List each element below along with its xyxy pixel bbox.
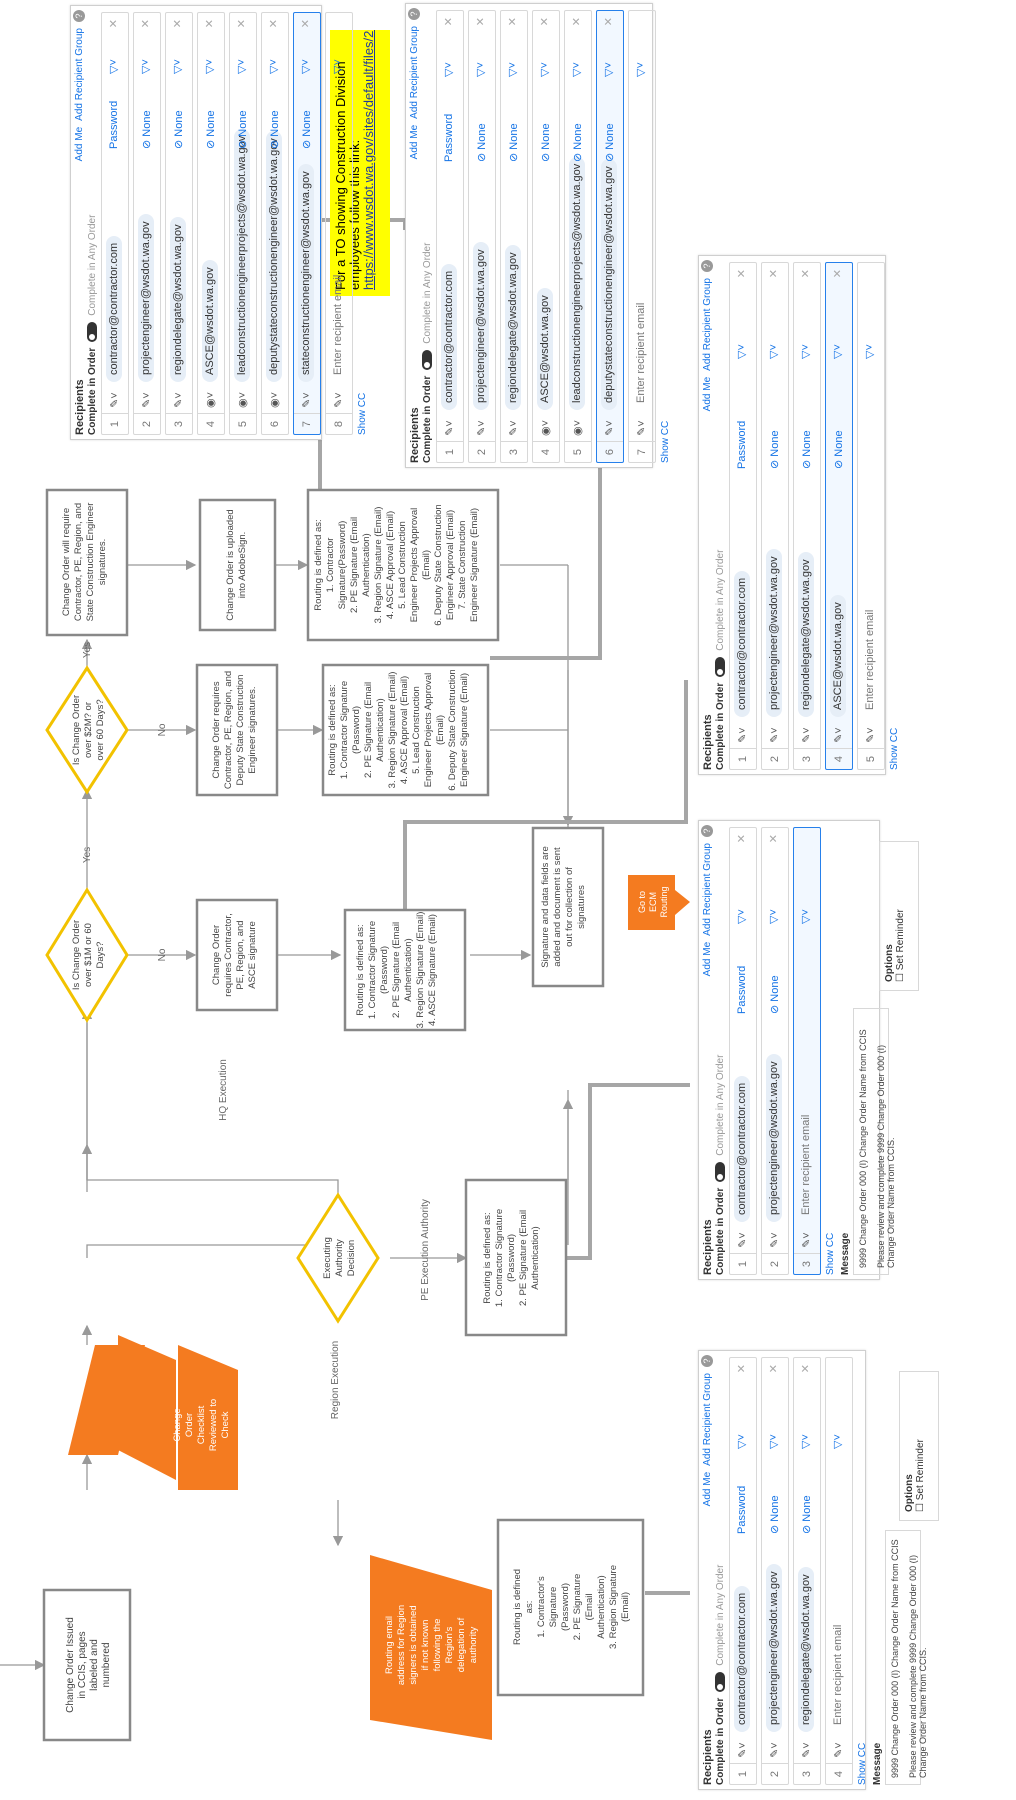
recipient-row[interactable]: 2✎˅projectengineer@wsdot.wa.gov⊘ None▽˅✕ (468, 10, 496, 463)
edge-label-no-1: No (157, 948, 168, 961)
edge-label-region: Region Execution (330, 1341, 341, 1419)
node-checklist-shape: ChangeOrderChecklistReviewed toCheck (172, 1345, 238, 1490)
edge-label-no-2: No (157, 723, 168, 736)
node-go-ecm: Go toECMRouting (628, 875, 690, 930)
recipient-row[interactable]: 6✎˅deputystateconstructionengineer@wsdot… (596, 10, 624, 463)
node-issued: Change Order Issuedin CCIS, pageslabeled… (42, 1588, 132, 1742)
recipient-row[interactable]: 6◉˅deputystateconstructionengineer@wsdot… (261, 12, 289, 435)
node-over-1m: Is Change Orderover $1M or 60Days? (45, 887, 129, 1023)
edge-label-yes-2: Yes (82, 642, 93, 658)
node-over-2m: Is Change Orderover $2M? orover 60 Days? (45, 665, 129, 795)
recipient-row-empty[interactable]: 5✎˅Enter recipient email▽˅ (857, 262, 885, 770)
recipients-panel-asce: Recipients Complete in OrderComplete in … (698, 255, 900, 775)
recipient-row-empty[interactable]: 8✎˅Enter recipient email▽˅ (325, 12, 353, 435)
node-deputy-req: Change Order requiresContractor, PE, Reg… (195, 663, 279, 797)
svg-text:ExecutingAuthorityDecision: ExecutingAuthorityDecision (322, 1237, 357, 1279)
node-state-routing: Routing is defined as:1. ContractorSigna… (306, 488, 500, 642)
svg-text:Is Change Orderover $2M? orove: Is Change Orderover $2M? orover 60 Days? (71, 695, 106, 765)
recipient-row-empty[interactable]: 7✎˅Enter recipient email▽˅ (628, 10, 656, 463)
recipient-row[interactable]: 5◉˅leadconstructionengineerprojects@wsdo… (564, 10, 592, 463)
svg-text:ChangeOrderChecklistReviewed t: ChangeOrderChecklistReviewed toCheck (172, 1399, 231, 1451)
recipients-panel-pe: Recipients Complete in OrderComplete in … (698, 820, 919, 1280)
svg-text:Routing is defined as:1. Contr: Routing is defined as:1. Contractor Sign… (327, 669, 470, 790)
svg-text:Routing is definedas:1. Contra: Routing is definedas:1. Contractor'sSign… (512, 1565, 631, 1649)
help-icon[interactable]: ? (73, 10, 85, 22)
construction-division-note: For a TO showing Construction Division e… (330, 30, 390, 296)
node-region-routing: Routing is definedas:1. Contractor'sSign… (496, 1518, 645, 1697)
help-icon[interactable]: ? (408, 8, 420, 20)
recipient-row[interactable]: 4◉˅ASCE@wsdot.wa.gov⊘ None▽˅✕ (532, 10, 560, 463)
recipient-row[interactable]: 3✎˅regiondelegate@wsdot.wa.gov⊘ None▽˅✕ (793, 1357, 821, 1785)
recipient-row[interactable]: 3✎˅regiondelegate@wsdot.wa.gov⊘ None▽˅✕ (500, 10, 528, 463)
recipient-row-empty[interactable]: 3✎˅Enter recipient email▽˅ (793, 827, 821, 1275)
svg-text:Routing emailaddress for Regio: Routing emailaddress for Regionsigners i… (384, 1605, 479, 1685)
recipient-row[interactable]: 2✎˅projectengineer@wsdot.wa.gov⊘ None▽˅✕ (761, 827, 789, 1275)
svg-text:Routing is defined as:1. Contr: Routing is defined as:1. ContractorSigna… (313, 504, 480, 625)
recipient-row[interactable]: 2✎˅projectengineer@wsdot.wa.gov⊘ None▽˅✕ (761, 262, 789, 770)
signer-icon: ✎˅ (737, 1742, 749, 1758)
svg-text:Change Orderrequires Contracto: Change Orderrequires Contractor,PE, Regi… (211, 913, 258, 996)
edge-label-yes-1: Yes (82, 847, 93, 863)
recipient-row[interactable]: 3✎˅regiondelegate@wsdot.wa.gov⊘ None▽˅✕ (165, 12, 193, 435)
recipient-row[interactable]: 4◉˅ASCE@wsdot.wa.gov⊘ None▽˅✕ (197, 12, 225, 435)
svg-text:Go toECMRouting: Go toECMRouting (637, 886, 669, 917)
svg-text:Is Change Orderover $1M or 60D: Is Change Orderover $1M or 60Days? (71, 920, 106, 990)
recipient-row[interactable]: 2✎˅projectengineer@wsdot.wa.gov⊘ None▽˅✕ (133, 12, 161, 435)
recipient-row[interactable]: 4✎˅ASCE@wsdot.wa.gov⊘ None▽˅✕ (825, 262, 853, 770)
node-authority-decision: ExecutingAuthorityDecision (296, 1192, 380, 1324)
edge-label-pe: PE Execution Authority (420, 1199, 431, 1301)
node-region-email: Routing emailaddress for Regionsigners i… (370, 1555, 492, 1740)
add-me-link[interactable]: Add Me (702, 1471, 713, 1507)
recipient-row[interactable]: 3✎˅regiondelegate@wsdot.wa.gov⊘ None▽˅✕ (793, 262, 821, 770)
recipients-panel-state: Recipients Complete in OrderComplete in … (70, 5, 368, 440)
help-icon[interactable]: ? (701, 825, 713, 837)
message-field[interactable]: 9999 Change Order 000 (I) Change Order N… (853, 1008, 896, 1275)
node-asce-routing: Routing is defined as:1. Contractor Sign… (343, 908, 467, 1032)
recipient-row[interactable]: 5◉˅leadconstructionengineerprojects@wsdo… (229, 12, 257, 435)
svg-text:Signature and data fields area: Signature and data fields areadded and d… (540, 846, 587, 967)
recipient-row[interactable]: 2✎˅projectengineer@wsdot.wa.gov⊘ None▽˅✕ (761, 1357, 789, 1785)
message-field[interactable]: 9999 Change Order 000 (I) Change Order N… (885, 1529, 928, 1785)
recipient-row[interactable]: 7✎˅stateconstructionengineer@wsdot.wa.go… (293, 12, 321, 435)
node-asce-req: Change Orderrequires Contractor,PE, Regi… (195, 898, 279, 1012)
order-toggle[interactable] (715, 1671, 726, 1692)
svg-text:Change Order Issuedin CCIS, pa: Change Order Issuedin CCIS, pageslabeled… (65, 1617, 112, 1713)
node-state-req: Change Order will requireContractor, PE,… (45, 488, 129, 637)
add-group-link[interactable]: Add Recipient Group (702, 1373, 713, 1466)
svg-text:Change Order requiresContracto: Change Order requiresContractor, PE, Reg… (211, 671, 258, 789)
node-deputy-routing: Routing is defined as:1. Contractor Sign… (321, 663, 490, 797)
svg-text:Change Order is uploadedinto A: Change Order is uploadedinto AdobeSign. (225, 509, 248, 620)
recipients-panel-region: Recipients Complete in OrderComplete in … (698, 1350, 939, 1790)
recipient-row-empty[interactable]: 4✎˅Enter recipient email▽˅ (825, 1357, 853, 1785)
recipients-panel-deputy: Recipients Complete in OrderComplete in … (405, 3, 671, 468)
svg-text:Change Order will requireContr: Change Order will requireContractor, PE,… (61, 503, 108, 622)
svg-text:Routing is defined as:1. Contr: Routing is defined as:1. Contractor Sign… (355, 912, 438, 1029)
node-signature-fields: Signature and data fields areadded and d… (531, 826, 605, 988)
help-icon[interactable]: ? (701, 260, 713, 272)
node-uploaded: Change Order is uploadedinto AdobeSign. (198, 498, 277, 632)
options-box: Options☐ Set Reminder (899, 1371, 939, 1521)
help-icon[interactable]: ? (701, 1355, 713, 1367)
edge-label-hq: HQ Execution (218, 1059, 229, 1121)
svg-text:Routing is defined as:1. Contr: Routing is defined as:1. Contractor Sign… (482, 1209, 541, 1307)
remove-icon: ✕ (736, 1364, 748, 1374)
show-cc-link[interactable]: Show CC (857, 1742, 868, 1785)
node-pe-routing: Routing is defined as:1. Contractor Sign… (464, 1178, 568, 1337)
